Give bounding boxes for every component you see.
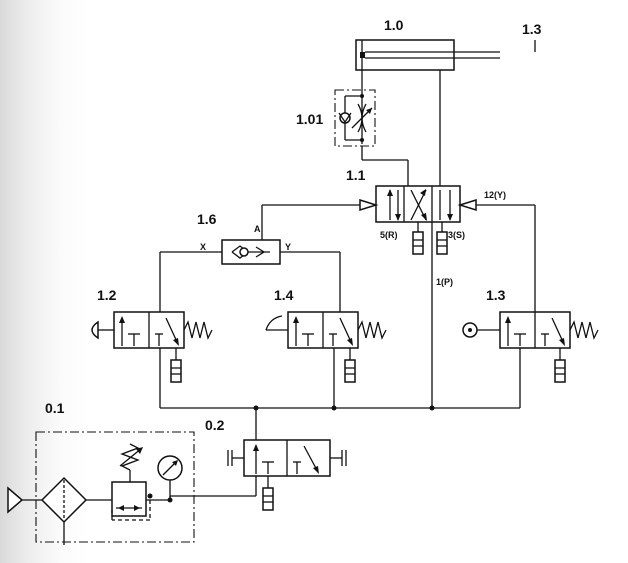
label-main-valve: 1.1	[346, 167, 366, 183]
label-throttle: 1.01	[296, 111, 323, 127]
label-shuttle-x: X	[200, 242, 206, 252]
label-shuttle-a: A	[254, 224, 261, 234]
label-shuttle-y: Y	[285, 242, 291, 252]
label-shuttle: 1.6	[197, 211, 217, 227]
valve-1-4	[265, 311, 387, 408]
junction-dot	[331, 405, 337, 411]
label-cylinder: 1.0	[384, 17, 404, 33]
label-top-right: 1.3	[522, 21, 542, 37]
main-valve-exhausts	[412, 222, 448, 255]
junction-dot	[429, 405, 435, 411]
label-valve-12: 1.2	[97, 287, 117, 303]
main-valve-1-1	[359, 185, 477, 223]
valve-1-3	[462, 311, 599, 408]
label-valve-14: 1.4	[274, 287, 294, 303]
label-port-12: 12(Y)	[484, 190, 506, 200]
shuttle-valve-1-6	[221, 239, 281, 265]
throttle-check-valve-1-01	[334, 70, 376, 147]
label-port-1: 1(P)	[436, 277, 453, 287]
label-port-5: 5(R)	[380, 230, 398, 240]
label-port-3: 3(S)	[448, 230, 465, 240]
label-frl: 0.1	[45, 400, 65, 416]
cylinder-1-0	[355, 39, 500, 71]
valve-1-2	[91, 311, 213, 408]
frl-unit-0-1	[7, 431, 195, 545]
label-start-valve: 0.2	[205, 417, 225, 433]
start-valve-0-2	[170, 439, 347, 511]
label-valve-13: 1.3	[486, 287, 506, 303]
